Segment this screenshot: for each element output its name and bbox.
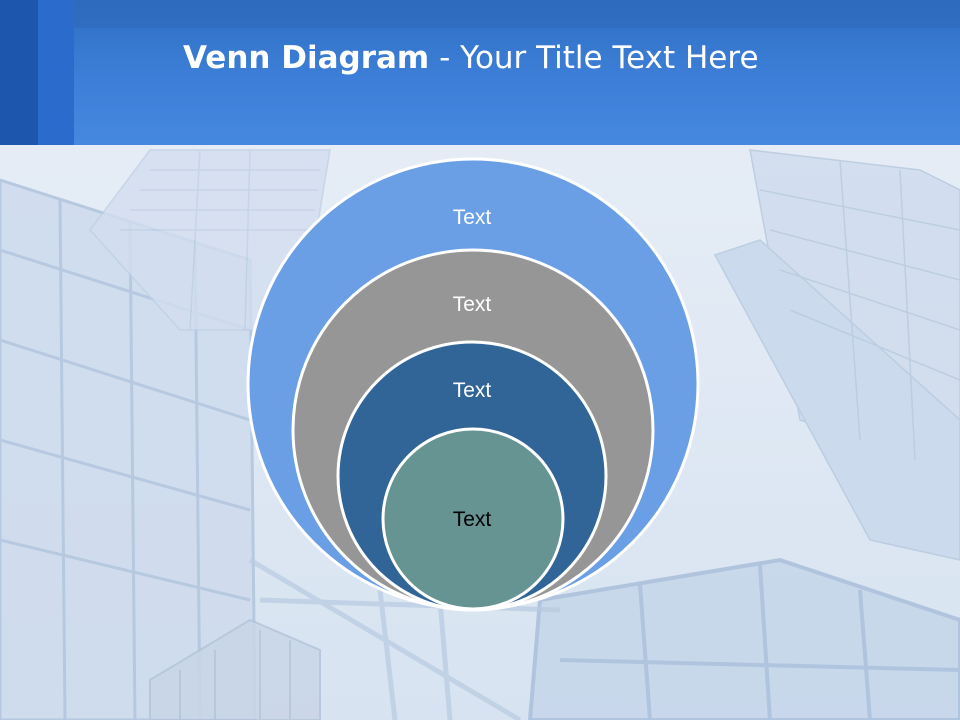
header-bar [0, 0, 960, 145]
circle-inner[interactable]: Text [381, 427, 565, 611]
circle-outer-label: Text [453, 206, 492, 229]
title-rest: - Your Title Text Here [429, 40, 759, 76]
circle-third-label: Text [453, 379, 492, 402]
header-accent-strip [0, 0, 38, 145]
circle-inner-label: Text [453, 508, 492, 531]
circle-second-label: Text [453, 293, 492, 316]
header-top-band [74, 0, 960, 28]
circle-inner-shape[interactable] [381, 427, 565, 611]
header-accent-strip [38, 0, 74, 145]
slide-title[interactable]: Venn Diagram - Your Title Text Here [183, 40, 759, 76]
title-bold: Venn Diagram [183, 40, 430, 76]
